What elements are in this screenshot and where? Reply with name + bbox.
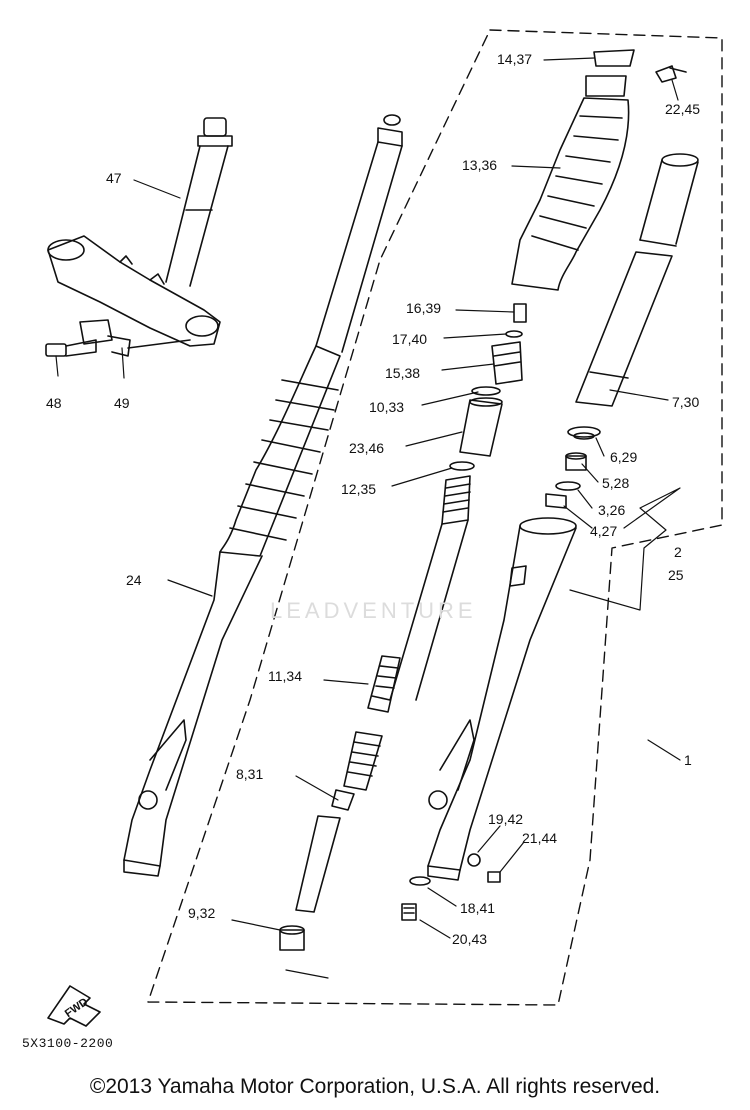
seat-12-35 (449, 461, 475, 471)
callout-24: 24 (126, 572, 142, 588)
dust-boot-13-36 (511, 49, 635, 291)
screw-21-44 (487, 871, 501, 883)
rod-piece-15-38 (491, 341, 523, 385)
oring-17-40 (505, 330, 523, 338)
callout-48: 48 (46, 395, 62, 411)
bolt-22-45 (655, 65, 687, 83)
callout-22-45: 22,45 (665, 101, 701, 117)
callout-1: 1 (684, 752, 692, 768)
callout-47: 47 (106, 170, 122, 186)
bolt-16-39 (513, 303, 527, 323)
callout-20-43: 20,43 (452, 931, 488, 947)
fwd-arrow-icon (47, 985, 101, 1027)
bushing-4-27 (545, 493, 567, 509)
spring-11-34 (367, 655, 401, 713)
washer-18-41 (409, 876, 431, 886)
callout-18-41: 18,41 (460, 900, 496, 916)
watermark: LEADVENTURE (270, 598, 477, 623)
callout-49: 49 (114, 395, 130, 411)
ring-10-33 (471, 386, 501, 396)
callout-5-28: 5,28 (602, 475, 630, 491)
callout-19-42: 19,42 (488, 811, 524, 827)
washer-3-26 (555, 481, 581, 491)
clamp-49 (79, 319, 191, 357)
spring-upper (389, 475, 471, 701)
steering-stem (165, 117, 233, 287)
callout-8-31: 8,31 (236, 766, 264, 782)
callout-13-36: 13,36 (462, 157, 498, 173)
drain-19-42 (467, 853, 481, 867)
callout-2: 2 (674, 544, 682, 560)
callout-14-37: 14,37 (497, 51, 533, 67)
callout-10-33: 10,33 (369, 399, 405, 415)
copyright-notice: ©2013 Yamaha Motor Corporation, U.S.A. A… (89, 1075, 661, 1098)
callout-15-38: 15,38 (385, 365, 421, 381)
callout-17-40: 17,40 (392, 331, 428, 347)
outer-tube (427, 517, 577, 881)
callout-7-30: 7,30 (672, 394, 700, 410)
under-bracket (47, 235, 221, 347)
lock-9-32 (279, 925, 305, 951)
oil-seal-6-29 (567, 426, 601, 440)
damper-8-31 (295, 731, 383, 913)
inner-tube-7-30 (575, 153, 699, 407)
bolt-20-43 (401, 903, 417, 921)
cylinder-23-46 (459, 397, 503, 457)
leader-lines (55, 57, 681, 979)
callout-11-34: 11,34 (268, 668, 302, 684)
callout-16-39: 16,39 (406, 300, 442, 316)
pinch-bolt-48 (45, 339, 97, 357)
callout-6-29: 6,29 (610, 449, 638, 465)
callout-9-32: 9,32 (188, 905, 216, 921)
callout-3-26: 3,26 (598, 502, 626, 518)
callout-23-46: 23,46 (349, 440, 385, 456)
clip-5-28 (565, 452, 587, 471)
assembly-boundary (147, 29, 723, 1006)
left-fork-24 (123, 114, 403, 877)
callout-25: 25 (668, 567, 684, 583)
callout-12-35: 12,35 (341, 481, 377, 497)
callout-4-27: 4,27 (590, 523, 618, 539)
diagram-code: 5X3100-2200 (22, 1036, 114, 1051)
callout-21-44: 21,44 (522, 830, 558, 846)
